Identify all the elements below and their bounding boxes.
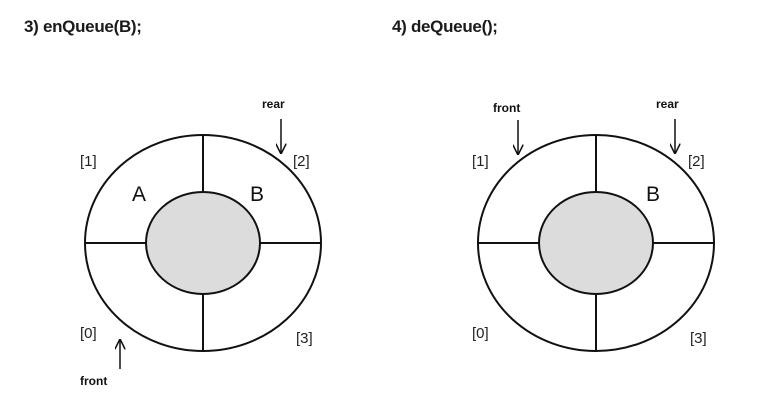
front-pointer-label: front — [493, 101, 520, 115]
queue-hub — [538, 191, 654, 295]
index-label-0: [0] — [472, 325, 489, 342]
step-3-title: 3) enQueue(B); — [24, 17, 142, 36]
step-4-title: 4) deQueue(); — [392, 17, 498, 36]
cell-value-1: A — [132, 183, 146, 206]
index-label-2: [2] — [688, 153, 705, 170]
queue-diagram-step-3: [1] [2] [0] [3] A B rear front — [80, 97, 322, 388]
rear-pointer-label: rear — [656, 97, 679, 111]
index-label-3: [3] — [690, 330, 707, 347]
index-label-1: [1] — [472, 153, 489, 170]
front-pointer-label: front — [80, 374, 107, 388]
index-label-0: [0] — [80, 325, 97, 342]
index-label-2: [2] — [293, 153, 310, 170]
rear-pointer-label: rear — [262, 97, 285, 111]
index-label-1: [1] — [80, 153, 97, 170]
cell-value-2: B — [646, 183, 660, 206]
queue-hub — [145, 191, 261, 295]
index-label-3: [3] — [296, 330, 313, 347]
queue-diagram-step-4: [1] [2] [0] [3] B front rear — [472, 97, 715, 352]
cell-value-2: B — [250, 183, 264, 206]
